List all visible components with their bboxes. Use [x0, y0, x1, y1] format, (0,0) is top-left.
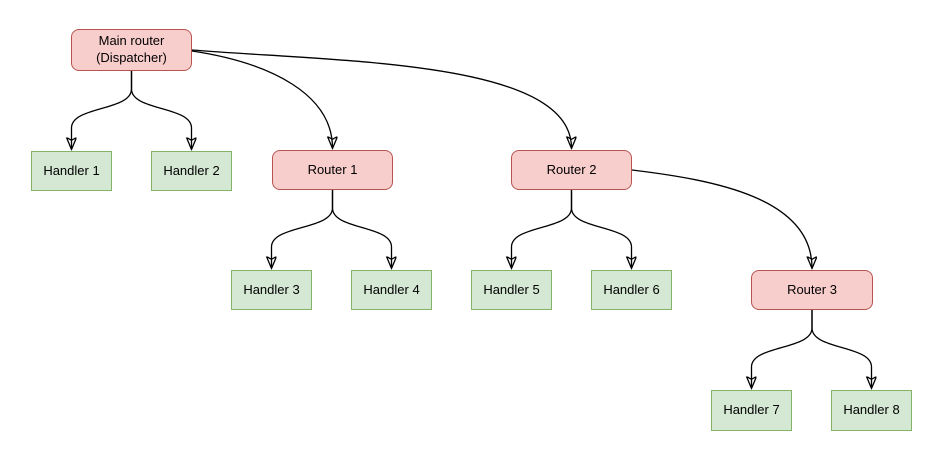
edge-router-1-to-handler-4: [331, 190, 392, 268]
node-handler-4: Handler 4: [351, 270, 432, 310]
node-handler-2: Handler 2: [151, 151, 232, 191]
edge-router-1-to-handler-3: [272, 190, 334, 268]
edge-router-2-to-router-3: [631, 169, 812, 268]
node-handler-5: Handler 5: [471, 270, 552, 310]
edge-router-2-to-handler-5: [512, 190, 573, 268]
node-router-3: Router 3: [751, 270, 873, 310]
edge-router-2-to-handler-6: [570, 190, 632, 268]
edge-router-3-to-handler-7: [752, 310, 813, 388]
edge-main-router-to-handler-2: [130, 71, 192, 149]
node-main-router-dispatcher: Main router (Dispatcher): [71, 29, 192, 71]
node-handler-1: Handler 1: [31, 151, 112, 191]
node-handler-8: Handler 8: [831, 390, 912, 431]
node-router-1: Router 1: [272, 150, 393, 190]
edge-main-router-to-handler-1: [72, 71, 133, 149]
node-handler-3: Handler 3: [231, 270, 312, 310]
edge-router-3-to-handler-8: [811, 310, 872, 388]
node-router-2: Router 2: [511, 150, 632, 190]
edge-main-router-to-router-2: [191, 49, 572, 148]
node-handler-7: Handler 7: [711, 390, 792, 431]
edge-main-router-to-router-1: [191, 50, 333, 148]
node-handler-6: Handler 6: [591, 270, 672, 310]
